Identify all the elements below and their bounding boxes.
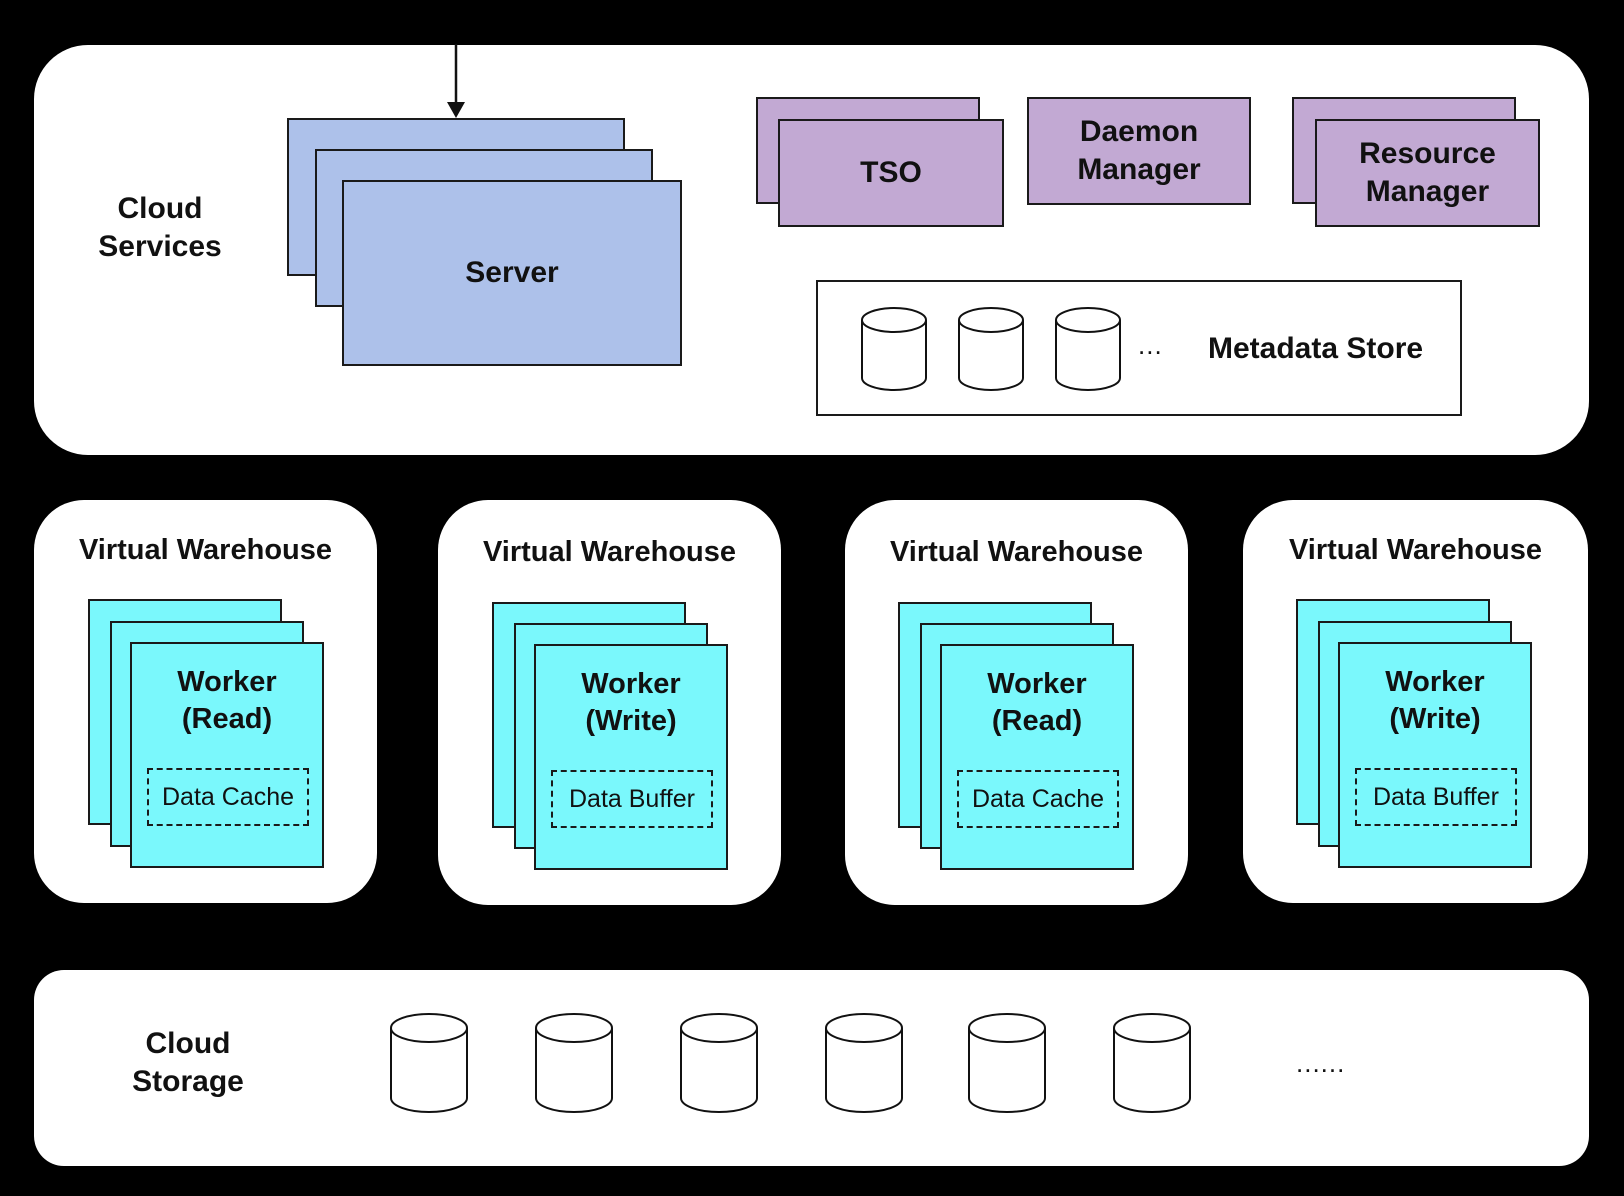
storage-db-icon-2 [535, 1013, 613, 1113]
storage-db-icon-5 [968, 1013, 1046, 1113]
cloud-storage-label: Cloud Storage [132, 1027, 244, 1099]
virtual-warehouse-title-3: Virtual Warehouse [889, 536, 1143, 568]
cloud-services-label: Cloud Services [98, 192, 222, 264]
storage-db-icon-1 [390, 1013, 468, 1113]
storage-db-icon-4 [825, 1013, 903, 1113]
worker-box-3: Worker (Read) Data Cache [940, 644, 1134, 870]
worker-label-1: Worker (Read) [177, 666, 277, 735]
storage-ellipsis: ...... [1296, 1048, 1346, 1078]
worker-label-2: Worker (Write) [581, 668, 681, 737]
metadata-db-icon-3 [1055, 307, 1121, 391]
storage-db-icon-3 [680, 1013, 758, 1113]
server-box: Server [342, 180, 682, 366]
data-cache-box-1: Data Cache [147, 768, 309, 826]
virtual-warehouse-title-2: Virtual Warehouse [482, 536, 736, 568]
virtual-warehouse-title-4: Virtual Warehouse [1288, 534, 1542, 566]
storage-db-icon-6 [1113, 1013, 1191, 1113]
virtual-warehouse-title-1: Virtual Warehouse [78, 534, 332, 566]
daemon-manager-label: Daemon Manager [1077, 114, 1201, 186]
worker-box-2: Worker (Write) Data Buffer [534, 644, 728, 870]
metadata-store-box: ... Metadata Store [816, 280, 1462, 416]
metadata-store-label: Metadata Store [1208, 332, 1424, 365]
data-buffer-box-4: Data Buffer [1355, 768, 1517, 826]
incoming-arrow [447, 44, 465, 118]
worker-label-4: Worker (Write) [1385, 666, 1485, 735]
server-label: Server [465, 255, 559, 289]
worker-box-1: Worker (Read) Data Cache [130, 642, 324, 868]
worker-label-3: Worker (Read) [987, 668, 1087, 737]
worker-box-4: Worker (Write) Data Buffer [1338, 642, 1532, 868]
resource-manager-box: Resource Manager [1315, 119, 1540, 227]
daemon-manager-box: Daemon Manager [1027, 97, 1251, 205]
cloud-storage-panel [34, 970, 1589, 1166]
metadata-db-icon-2 [958, 307, 1024, 391]
data-buffer-box-2: Data Buffer [551, 770, 713, 828]
metadata-db-icon-1 [861, 307, 927, 391]
tso-box: TSO [778, 119, 1004, 227]
tso-label: TSO [860, 155, 922, 189]
resource-manager-label: Resource Manager [1359, 136, 1496, 208]
data-cache-box-3: Data Cache [957, 770, 1119, 828]
metadata-ellipsis: ... [1138, 330, 1163, 360]
